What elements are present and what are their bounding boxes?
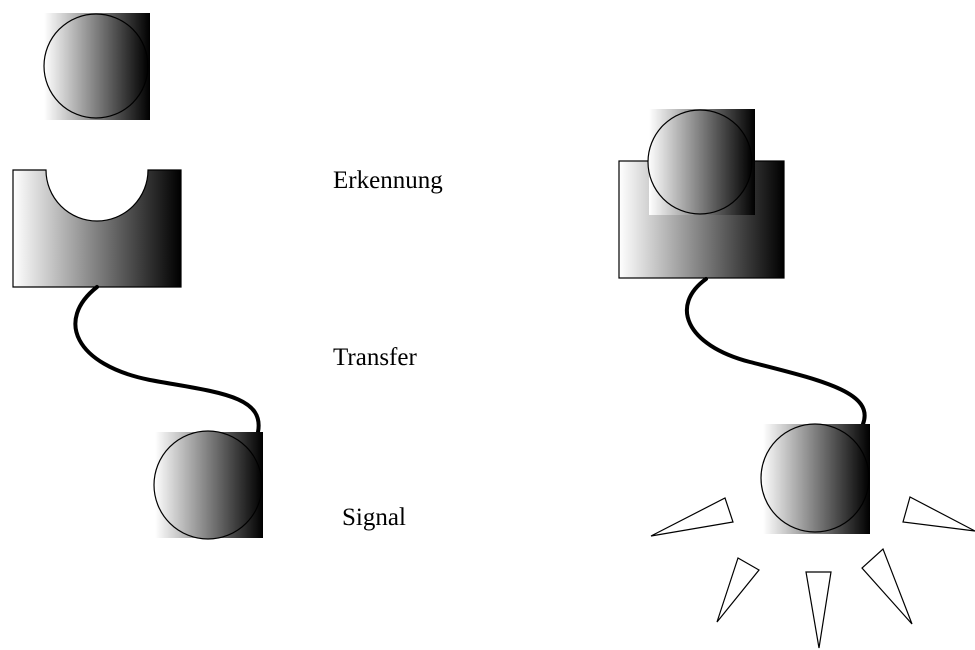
- signal-ray-icon: [805, 571, 832, 649]
- right-bound-state: [618, 109, 975, 649]
- stage-label-recognition: Erkennung: [333, 167, 443, 194]
- signal-ray-icon: [861, 547, 913, 625]
- stage-label-transfer: Transfer: [333, 344, 417, 371]
- signal-ray-icon: [650, 497, 734, 537]
- signal-sphere-icon: [760, 423, 870, 534]
- signal-ray-icon: [716, 557, 760, 623]
- receptor-block-icon: [12, 169, 182, 288]
- transfer-connector: [73, 285, 261, 434]
- ligand-sphere-icon: [647, 109, 755, 215]
- transfer-connector: [685, 277, 867, 426]
- left-unbound-state: [12, 13, 263, 540]
- signal-sphere-icon: [153, 430, 263, 540]
- ligand-sphere-icon: [43, 13, 150, 120]
- signal-ray-icon: [902, 496, 975, 532]
- signal-rays: [650, 496, 975, 649]
- stage-label-signal: Signal: [342, 504, 406, 531]
